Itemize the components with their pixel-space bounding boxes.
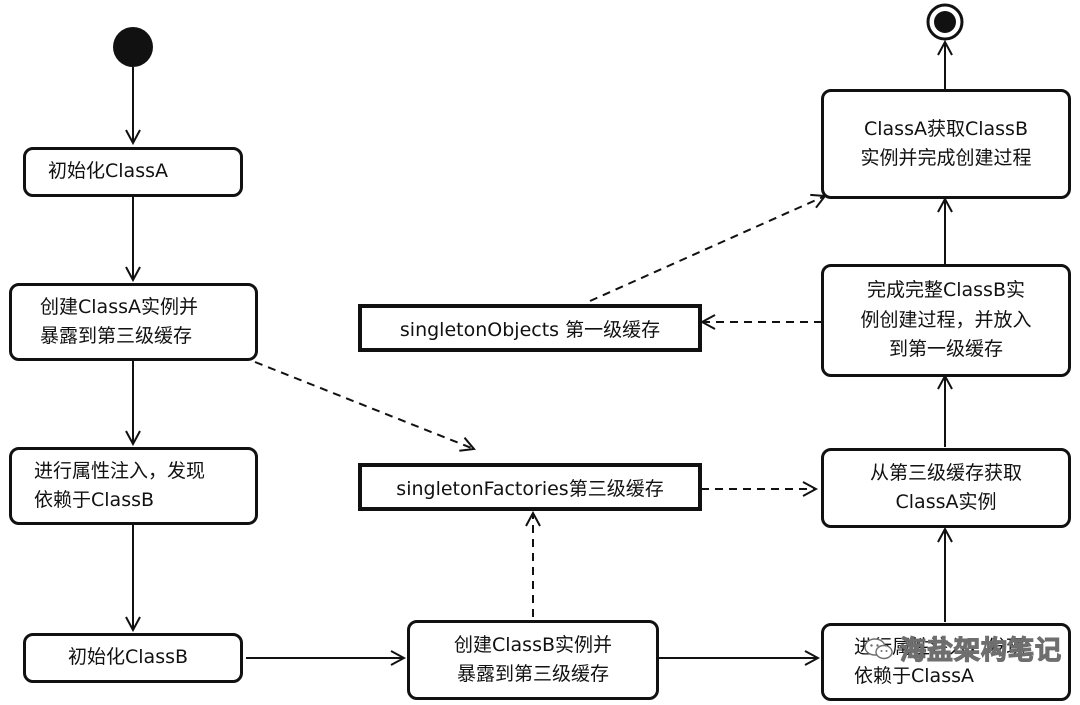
dashed-create-a-to-factories: [254, 361, 474, 449]
cache-singleton-objects: singletonObjects 第一级缓存: [358, 304, 702, 352]
node-create-class-b: 创建ClassB实例并 暴露到第三级缓存: [407, 620, 659, 700]
node-create-class-a: 创建ClassA实例并 暴露到第三级缓存: [9, 283, 258, 361]
node-init-class-a: 初始化ClassA: [23, 147, 243, 197]
end-node-inner: [934, 11, 956, 33]
node-inject-class-a: 进行属性注入，发现 依赖于ClassB: [9, 447, 258, 525]
watermark: 海盐架构笔记: [864, 630, 1062, 667]
node-init-class-b: 初始化ClassB: [23, 633, 243, 683]
watermark-text: 海盐架构笔记: [899, 635, 1062, 666]
node-complete-class-b: 完成完整ClassB实 例创建过程，并放入 到第一级缓存: [821, 264, 1071, 377]
dashed-objects-to-complete-a: [589, 196, 825, 302]
node-inject-class-b: 进行属性注入，发现 依赖于ClassA: [821, 623, 1071, 701]
cache-singleton-factories: singletonFactories第三级缓存: [358, 463, 702, 511]
start-node: [113, 27, 153, 67]
node-complete-class-a: ClassA获取ClassB 实例并完成创建过程: [821, 89, 1071, 199]
wechat-icon: [864, 637, 893, 659]
node-get-class-a-from-cache: 从第三级缓存获取 ClassA实例: [821, 448, 1071, 528]
